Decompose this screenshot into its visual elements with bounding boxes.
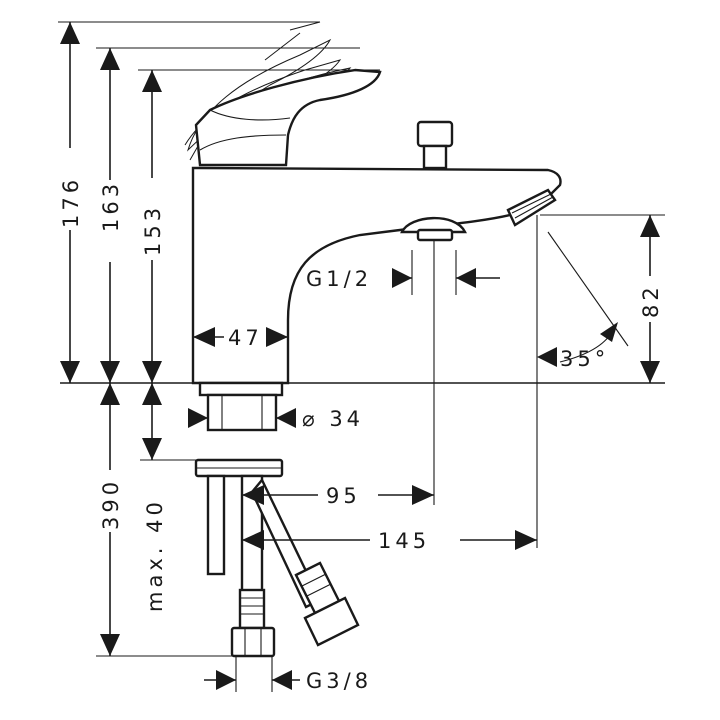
mounting-hardware bbox=[194, 381, 360, 658]
dim-g12: G1/2 bbox=[306, 250, 500, 295]
dim-145: 145 bbox=[242, 529, 537, 553]
dim-angle-label: 35° bbox=[560, 347, 609, 371]
dim-95-label: 95 bbox=[326, 484, 361, 508]
dim-angle: 35° bbox=[537, 231, 629, 371]
dim-47: 47 bbox=[193, 325, 288, 350]
dim-g12-label: G1/2 bbox=[306, 267, 372, 291]
dim-g38: G3/8 bbox=[204, 656, 372, 693]
dim-g38-label: G3/8 bbox=[306, 669, 372, 693]
dim-47-label: 47 bbox=[228, 326, 263, 350]
dim-145-label: 145 bbox=[378, 529, 430, 553]
dim-153: 153 bbox=[138, 69, 380, 383]
dim-153-label: 153 bbox=[141, 204, 165, 256]
dim-diameter: ⌀ 34 bbox=[188, 407, 364, 431]
dim-82: 82 bbox=[540, 214, 665, 383]
dim-163-label: 163 bbox=[99, 180, 123, 232]
dim-82-label: 82 bbox=[639, 283, 663, 318]
dim-max40: max. 40 bbox=[140, 383, 196, 612]
dim-diameter-label: ⌀ 34 bbox=[302, 407, 364, 431]
dim-176: 176 bbox=[58, 21, 320, 383]
dim-390: 390 bbox=[96, 383, 232, 657]
dim-95: 95 bbox=[242, 484, 434, 508]
dim-max40-label: max. 40 bbox=[143, 498, 167, 612]
faucet-body bbox=[184, 21, 562, 385]
dim-390-label: 390 bbox=[99, 478, 123, 530]
dim-176-label: 176 bbox=[59, 176, 83, 228]
dim-163: 163 bbox=[96, 47, 360, 383]
